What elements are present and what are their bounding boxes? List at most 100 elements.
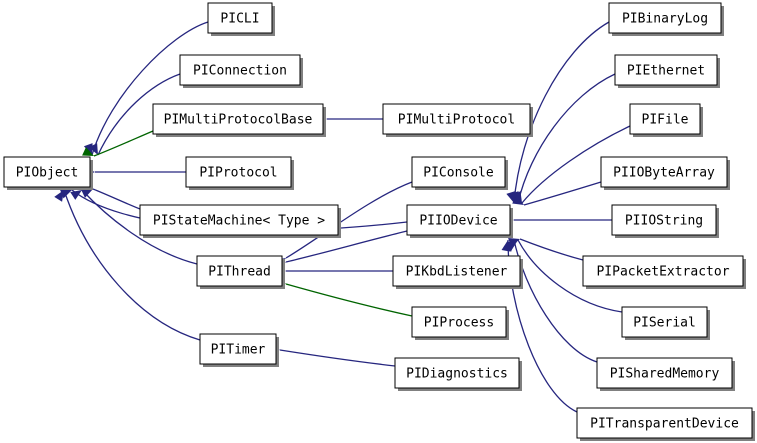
node-box[interactable] — [582, 255, 744, 287]
class-node-pisharedmemory[interactable]: PISharedMemory — [596, 357, 735, 391]
edge-line — [519, 238, 584, 261]
node-box[interactable] — [411, 306, 507, 338]
class-node-piconnection[interactable]: PIConnection — [179, 54, 303, 88]
arrow-head-icon — [54, 190, 64, 202]
class-node-pidiagnostics[interactable]: PIDiagnostics — [394, 357, 522, 391]
arrow-head-icon — [88, 143, 98, 155]
arrow-head-icon — [512, 195, 524, 205]
node-box[interactable] — [600, 156, 728, 188]
arrow-head-icon — [70, 190, 82, 200]
node-label: PITimer — [211, 343, 266, 358]
node-box[interactable] — [185, 156, 292, 188]
node-box[interactable] — [629, 103, 701, 135]
edge-pithread-to-piobject — [70, 189, 198, 265]
edge-piethernet-to-piiodevice — [509, 73, 616, 204]
edge-pistatemachine-to-piobject — [81, 188, 141, 210]
edge-line — [285, 181, 413, 259]
node-box[interactable] — [608, 2, 722, 34]
class-node-piiobytearray[interactable]: PIIOByteArray — [600, 156, 730, 190]
class-node-piiostring[interactable]: PIIOString — [611, 204, 719, 238]
edge-line — [91, 21, 209, 156]
edge-line — [285, 283, 413, 317]
edge-line — [97, 73, 181, 156]
class-node-piprotocol[interactable]: PIProtocol — [185, 156, 294, 190]
node-box[interactable] — [621, 306, 708, 338]
edge-line — [521, 125, 631, 204]
edge-line — [285, 230, 408, 263]
edge-piiostring-to-piiodevice — [503, 215, 612, 225]
edge-picli-to-piobject — [83, 21, 209, 156]
node-box[interactable] — [152, 103, 324, 135]
node-label: PIIOByteArray — [613, 166, 715, 181]
node-box[interactable] — [611, 204, 717, 236]
node-label: PIProcess — [424, 316, 494, 331]
node-label: PIObject — [16, 166, 79, 181]
node-box[interactable] — [139, 204, 339, 236]
node-box[interactable] — [199, 333, 277, 365]
arrow-head-icon — [81, 189, 93, 198]
node-label: PIConnection — [193, 64, 287, 79]
edge-line — [81, 189, 198, 265]
class-node-pipacketextractor[interactable]: PIPacketExtractor — [582, 255, 746, 289]
node-box[interactable] — [207, 2, 273, 34]
class-node-pithread[interactable]: PIThread — [196, 255, 285, 289]
edge-line — [92, 188, 141, 210]
edge-pitimer-to-piobject — [54, 189, 201, 341]
class-node-pimultiprotocolbase[interactable]: PIMultiProtocolBase — [152, 103, 326, 137]
edge-line — [523, 181, 602, 206]
arrow-head-icon — [82, 147, 94, 156]
edge-pimultiprotocolbase-to-piobject — [82, 130, 154, 157]
edge-pidiagnostics-to-pitimer — [268, 343, 396, 367]
node-box[interactable] — [382, 103, 531, 135]
node-label: PIIODevice — [419, 214, 497, 229]
node-box[interactable] — [3, 156, 91, 188]
node-box[interactable] — [179, 54, 301, 86]
node-label: PIMultiProtocol — [398, 113, 515, 128]
node-box[interactable] — [576, 407, 753, 439]
node-box[interactable] — [614, 54, 718, 86]
node-label: PISharedMemory — [610, 367, 720, 382]
node-box[interactable] — [596, 357, 733, 389]
node-box[interactable] — [394, 357, 520, 389]
class-node-picli[interactable]: PICLI — [207, 2, 275, 36]
edge-line — [63, 189, 201, 341]
class-node-piconsole[interactable]: PIConsole — [411, 156, 508, 190]
node-box[interactable] — [406, 204, 511, 236]
class-node-pikbdlistener[interactable]: PIKbdListener — [392, 255, 523, 289]
node-label: PIMultiProtocolBase — [164, 113, 313, 128]
class-node-pifile[interactable]: PIFile — [629, 103, 703, 137]
node-label: PIPacketExtractor — [596, 265, 729, 280]
edge-piprocess-to-pithread — [274, 276, 413, 317]
node-label: PIStateMachine< Type > — [153, 214, 325, 229]
edge-pikbdlistener-to-pithread — [275, 266, 394, 276]
edge-line — [279, 349, 396, 367]
arrow-head-icon — [83, 143, 93, 155]
node-label: PIProtocol — [199, 166, 277, 181]
class-node-pitimer[interactable]: PITimer — [199, 333, 279, 367]
class-node-piprocess[interactable]: PIProcess — [411, 306, 509, 340]
node-label: PIBinaryLog — [622, 12, 708, 27]
node-box[interactable] — [196, 255, 283, 287]
nodes-layer: PIObject PICLI PIConnectionPIMultiProtocol… — [3, 2, 755, 441]
node-box[interactable] — [392, 255, 521, 287]
node-box[interactable] — [411, 156, 506, 188]
node-label: PITransparentDevice — [590, 417, 739, 432]
class-node-piethernet[interactable]: PIEthernet — [614, 54, 720, 88]
node-label: PICLI — [220, 12, 259, 27]
node-label: PIFile — [642, 113, 689, 128]
class-node-pistatemachine[interactable]: PIStateMachine< Type > — [139, 204, 341, 238]
edge-pimultiprotocol-to-pimultiprotocolbase — [316, 114, 384, 124]
class-node-pimultiprotocol[interactable]: PIMultiProtocol — [382, 103, 533, 137]
edge-piconnection-to-piobject — [88, 73, 181, 156]
class-node-pibinarylog[interactable]: PIBinaryLog — [608, 2, 724, 36]
class-node-pitransparentdevice[interactable]: PITransparentDevice — [576, 407, 755, 441]
class-node-piserial[interactable]: PISerial — [621, 306, 710, 340]
edge-line — [93, 130, 154, 157]
class-node-piiodevice[interactable]: PIIODevice — [406, 204, 513, 238]
node-label: PIDiagnostics — [406, 367, 508, 382]
edge-piprotocol-to-piobject — [84, 167, 187, 177]
class-node-piobject[interactable]: PIObject — [3, 156, 93, 190]
node-label: PIIOString — [625, 214, 703, 229]
